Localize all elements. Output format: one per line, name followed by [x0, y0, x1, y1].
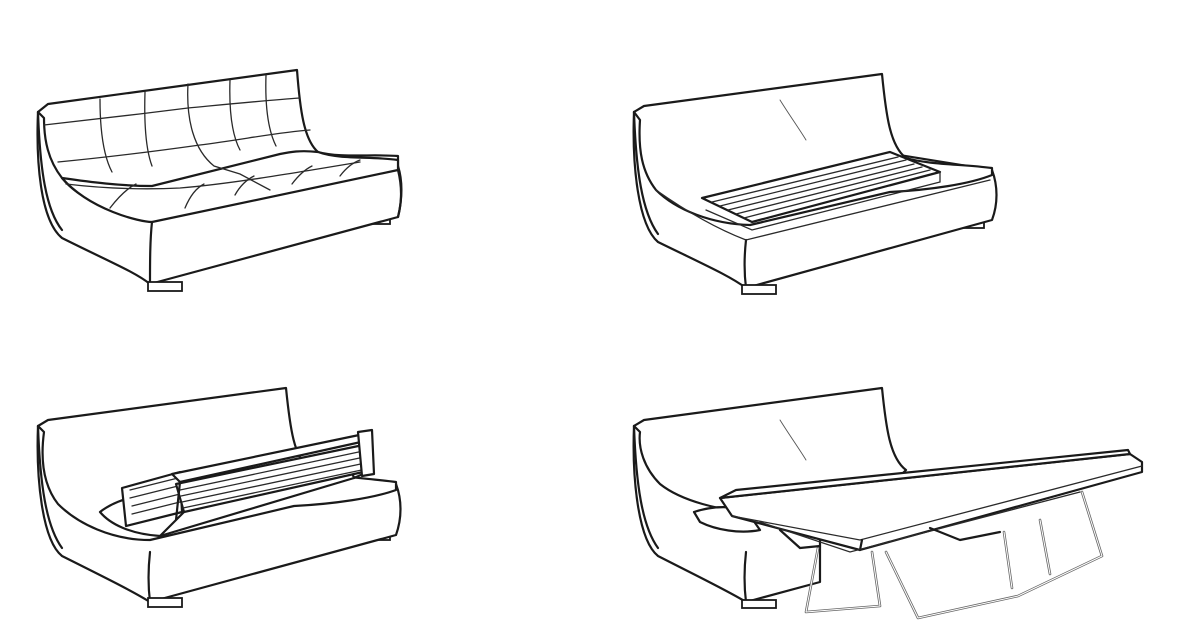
tuft-h2 [57, 129, 311, 163]
panel-4-bed-unfolded [632, 386, 1144, 620]
seat-tuft-v2 [184, 183, 205, 209]
slat-4 [735, 166, 923, 215]
panel-2-cushions-removed [632, 72, 998, 295]
bed-hinges [778, 526, 1002, 550]
mechanism-right-bracket [356, 428, 376, 478]
back-crease [779, 419, 807, 461]
foot-front [147, 597, 183, 608]
foot-front [147, 281, 183, 292]
front-edge [743, 238, 748, 290]
seat-tuft-v4 [291, 165, 313, 185]
front-edge [743, 550, 748, 604]
foot-front [741, 284, 777, 295]
bed-leg-rear-inner [1003, 519, 1051, 589]
back-crease [779, 99, 807, 141]
tuft-h1 [43, 97, 301, 126]
tuft-v4 [265, 74, 277, 147]
seat-tuft-h [65, 161, 361, 190]
side-profile [36, 424, 64, 550]
slat-1 [711, 156, 899, 203]
side-profile [36, 110, 64, 232]
cushion-split [187, 83, 271, 191]
side-profile [632, 424, 660, 550]
bed-leg-front-right-inner [885, 491, 1103, 619]
slat-frame-side [705, 171, 941, 231]
sofa-seat [60, 150, 400, 224]
tuft-v1 [99, 98, 113, 173]
panel-1-sofa-closed [36, 68, 403, 292]
seat-right-edge [396, 168, 403, 219]
seat-tuft-v5 [339, 159, 361, 177]
mechanism-slats [179, 449, 372, 509]
seat-edge [655, 179, 991, 241]
seat-front-edge [148, 220, 154, 286]
panel-3-mechanism-lifting [36, 386, 402, 608]
mattress-back-edge [718, 448, 1132, 500]
slat-2 [719, 159, 907, 207]
seat-tuft-v1 [109, 183, 137, 209]
mattress-corner [858, 538, 864, 552]
tuft-v3 [229, 79, 241, 151]
bed-leg-front-left-inner [805, 547, 881, 613]
tuft-v2 [144, 91, 153, 167]
seat-tuft-v3 [234, 175, 255, 196]
side-profile [632, 110, 660, 236]
mattress-side-seam [731, 465, 1143, 541]
slat-5 [743, 169, 931, 219]
slat-3 [727, 163, 915, 211]
foot-front [741, 599, 777, 609]
bed-frame-rail [759, 491, 1081, 553]
mechanism-left-slats [129, 477, 181, 515]
